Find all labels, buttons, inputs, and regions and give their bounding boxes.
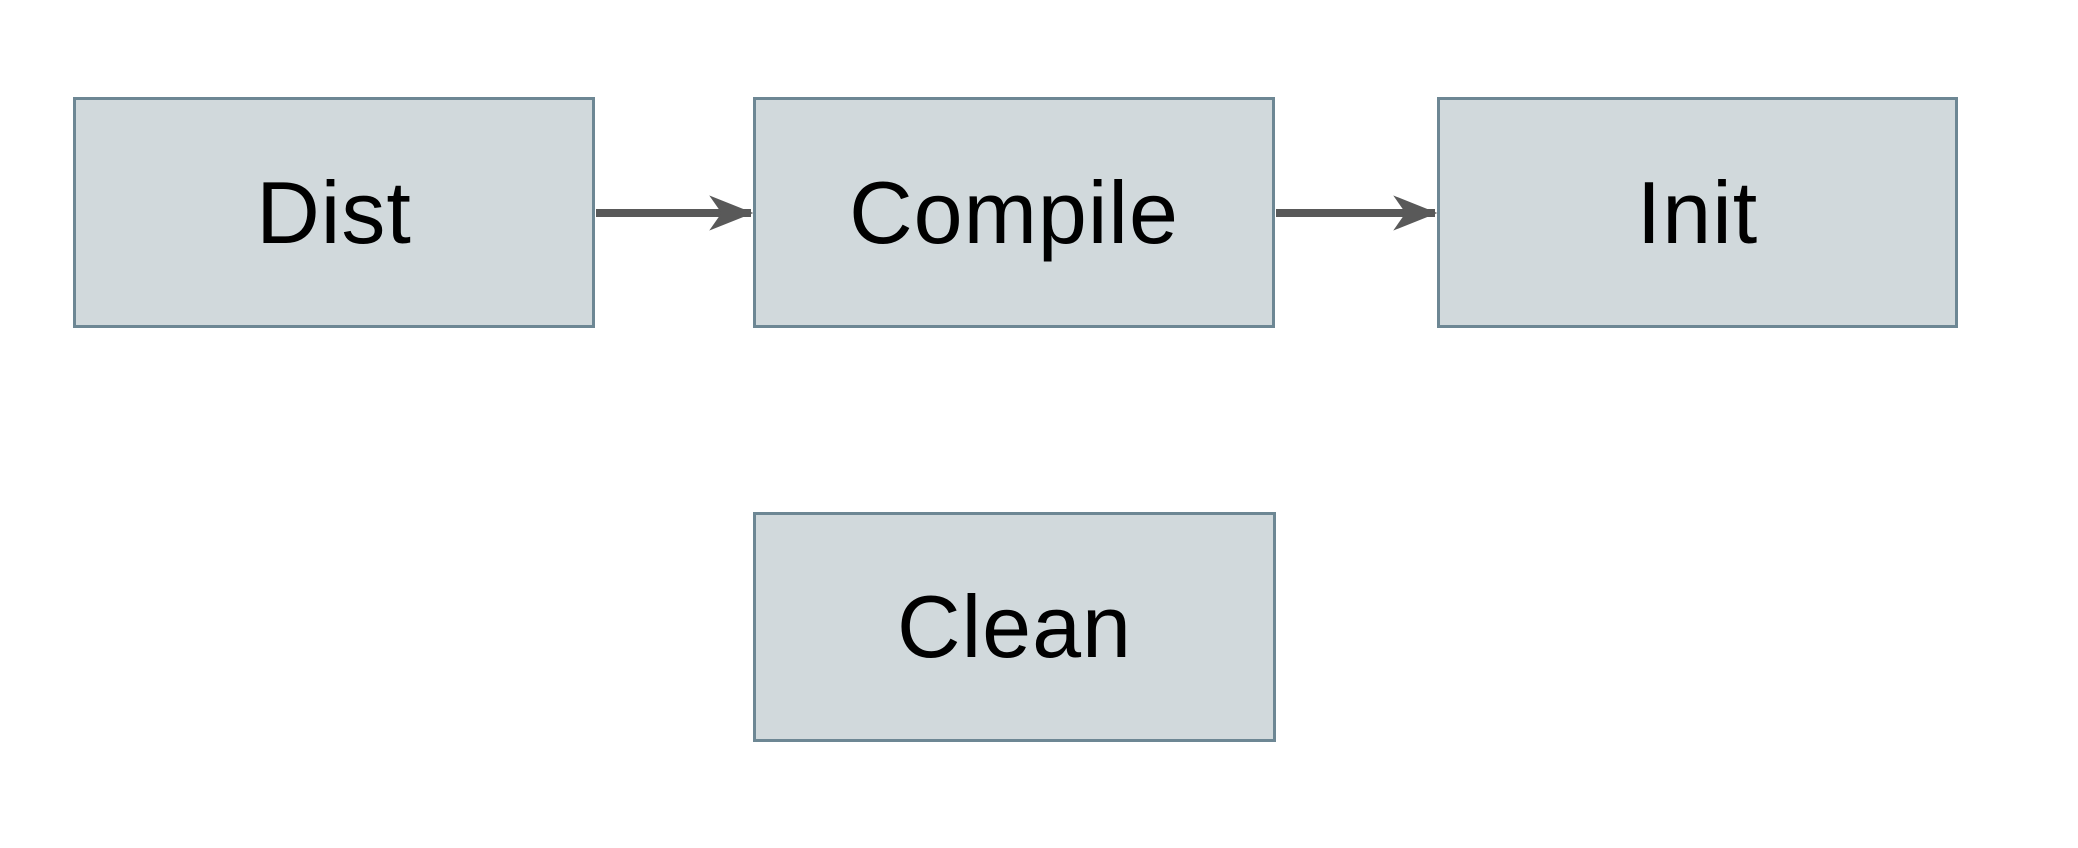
- node-clean: Clean: [753, 512, 1276, 742]
- node-compile: Compile: [753, 97, 1275, 328]
- node-init: Init: [1437, 97, 1958, 328]
- node-dist-label: Dist: [256, 162, 412, 262]
- node-compile-label: Compile: [849, 162, 1179, 262]
- node-init-label: Init: [1636, 162, 1759, 262]
- node-clean-label: Clean: [897, 577, 1132, 676]
- node-dist: Dist: [73, 97, 595, 328]
